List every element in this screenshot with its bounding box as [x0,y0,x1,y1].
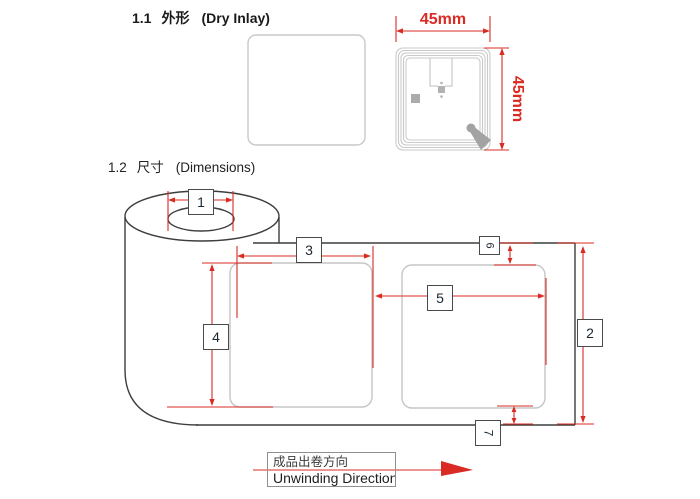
unwinding-arrowhead [441,461,473,476]
unwinding-direction-arrow [253,461,473,476]
rfid-inlay-drawing [395,47,491,151]
unwinding-direction-label: 成品出卷方向 Unwinding Direction [267,452,396,487]
dimension-callout-3: 3 [296,237,322,263]
section-1-1-title: 1.1 外形 (Dry Inlay) [132,8,270,28]
chip [438,81,445,98]
dimension-arrowheads [168,28,586,424]
roll-left-side [124,217,199,426]
antenna-coil-ring [402,54,484,144]
dimension-number: 2 [586,325,594,341]
antenna-coil-ring [405,57,481,141]
section-title-zh: 外形 [161,10,190,26]
antenna-pad [411,94,420,103]
dimension-callout-7: 7 [475,420,501,446]
inlay-height-dimension-text: 45mm [509,75,526,123]
dimension-number: 5 [436,290,444,306]
dimension-number: 4 [212,329,220,345]
dimension-callout-6: 6 [479,236,500,255]
label-sticker-1 [229,262,373,408]
blank-inlay-square [247,34,366,146]
section-title-en: (Dimensions) [175,160,256,175]
dimension-callout-4: 4 [203,324,229,350]
section-number: 1.2 [108,160,127,175]
dimension-number: 3 [305,242,313,258]
antenna-coil-ring [395,47,491,151]
section-title-en: (Dry Inlay) [201,10,270,26]
antenna-coil-ring [397,49,489,149]
unwinding-label-zh: 成品出卷方向 [273,455,349,469]
label-stickers [229,262,546,409]
dimension-number: 1 [197,194,205,210]
label-sticker-2 [401,264,546,409]
section-number: 1.1 [132,10,152,26]
section-title-zh: 尺寸 [136,160,164,175]
dimension-number: 7 [481,429,495,437]
antenna-coil-ring [400,52,486,146]
antenna-corner-arrow [466,123,491,150]
inlay-width-dimension-text: 45mm [419,11,467,28]
dimension-callout-5: 5 [427,285,453,311]
dimension-callout-2: 2 [577,319,603,347]
dimension-number: 6 [484,242,496,249]
chip-notch [429,58,453,87]
section-1-2-title: 1.2 尺寸 (Dimensions) [108,156,255,176]
dimension-callout-1: 1 [188,189,214,215]
unwinding-label-en: Unwinding Direction [273,470,396,486]
